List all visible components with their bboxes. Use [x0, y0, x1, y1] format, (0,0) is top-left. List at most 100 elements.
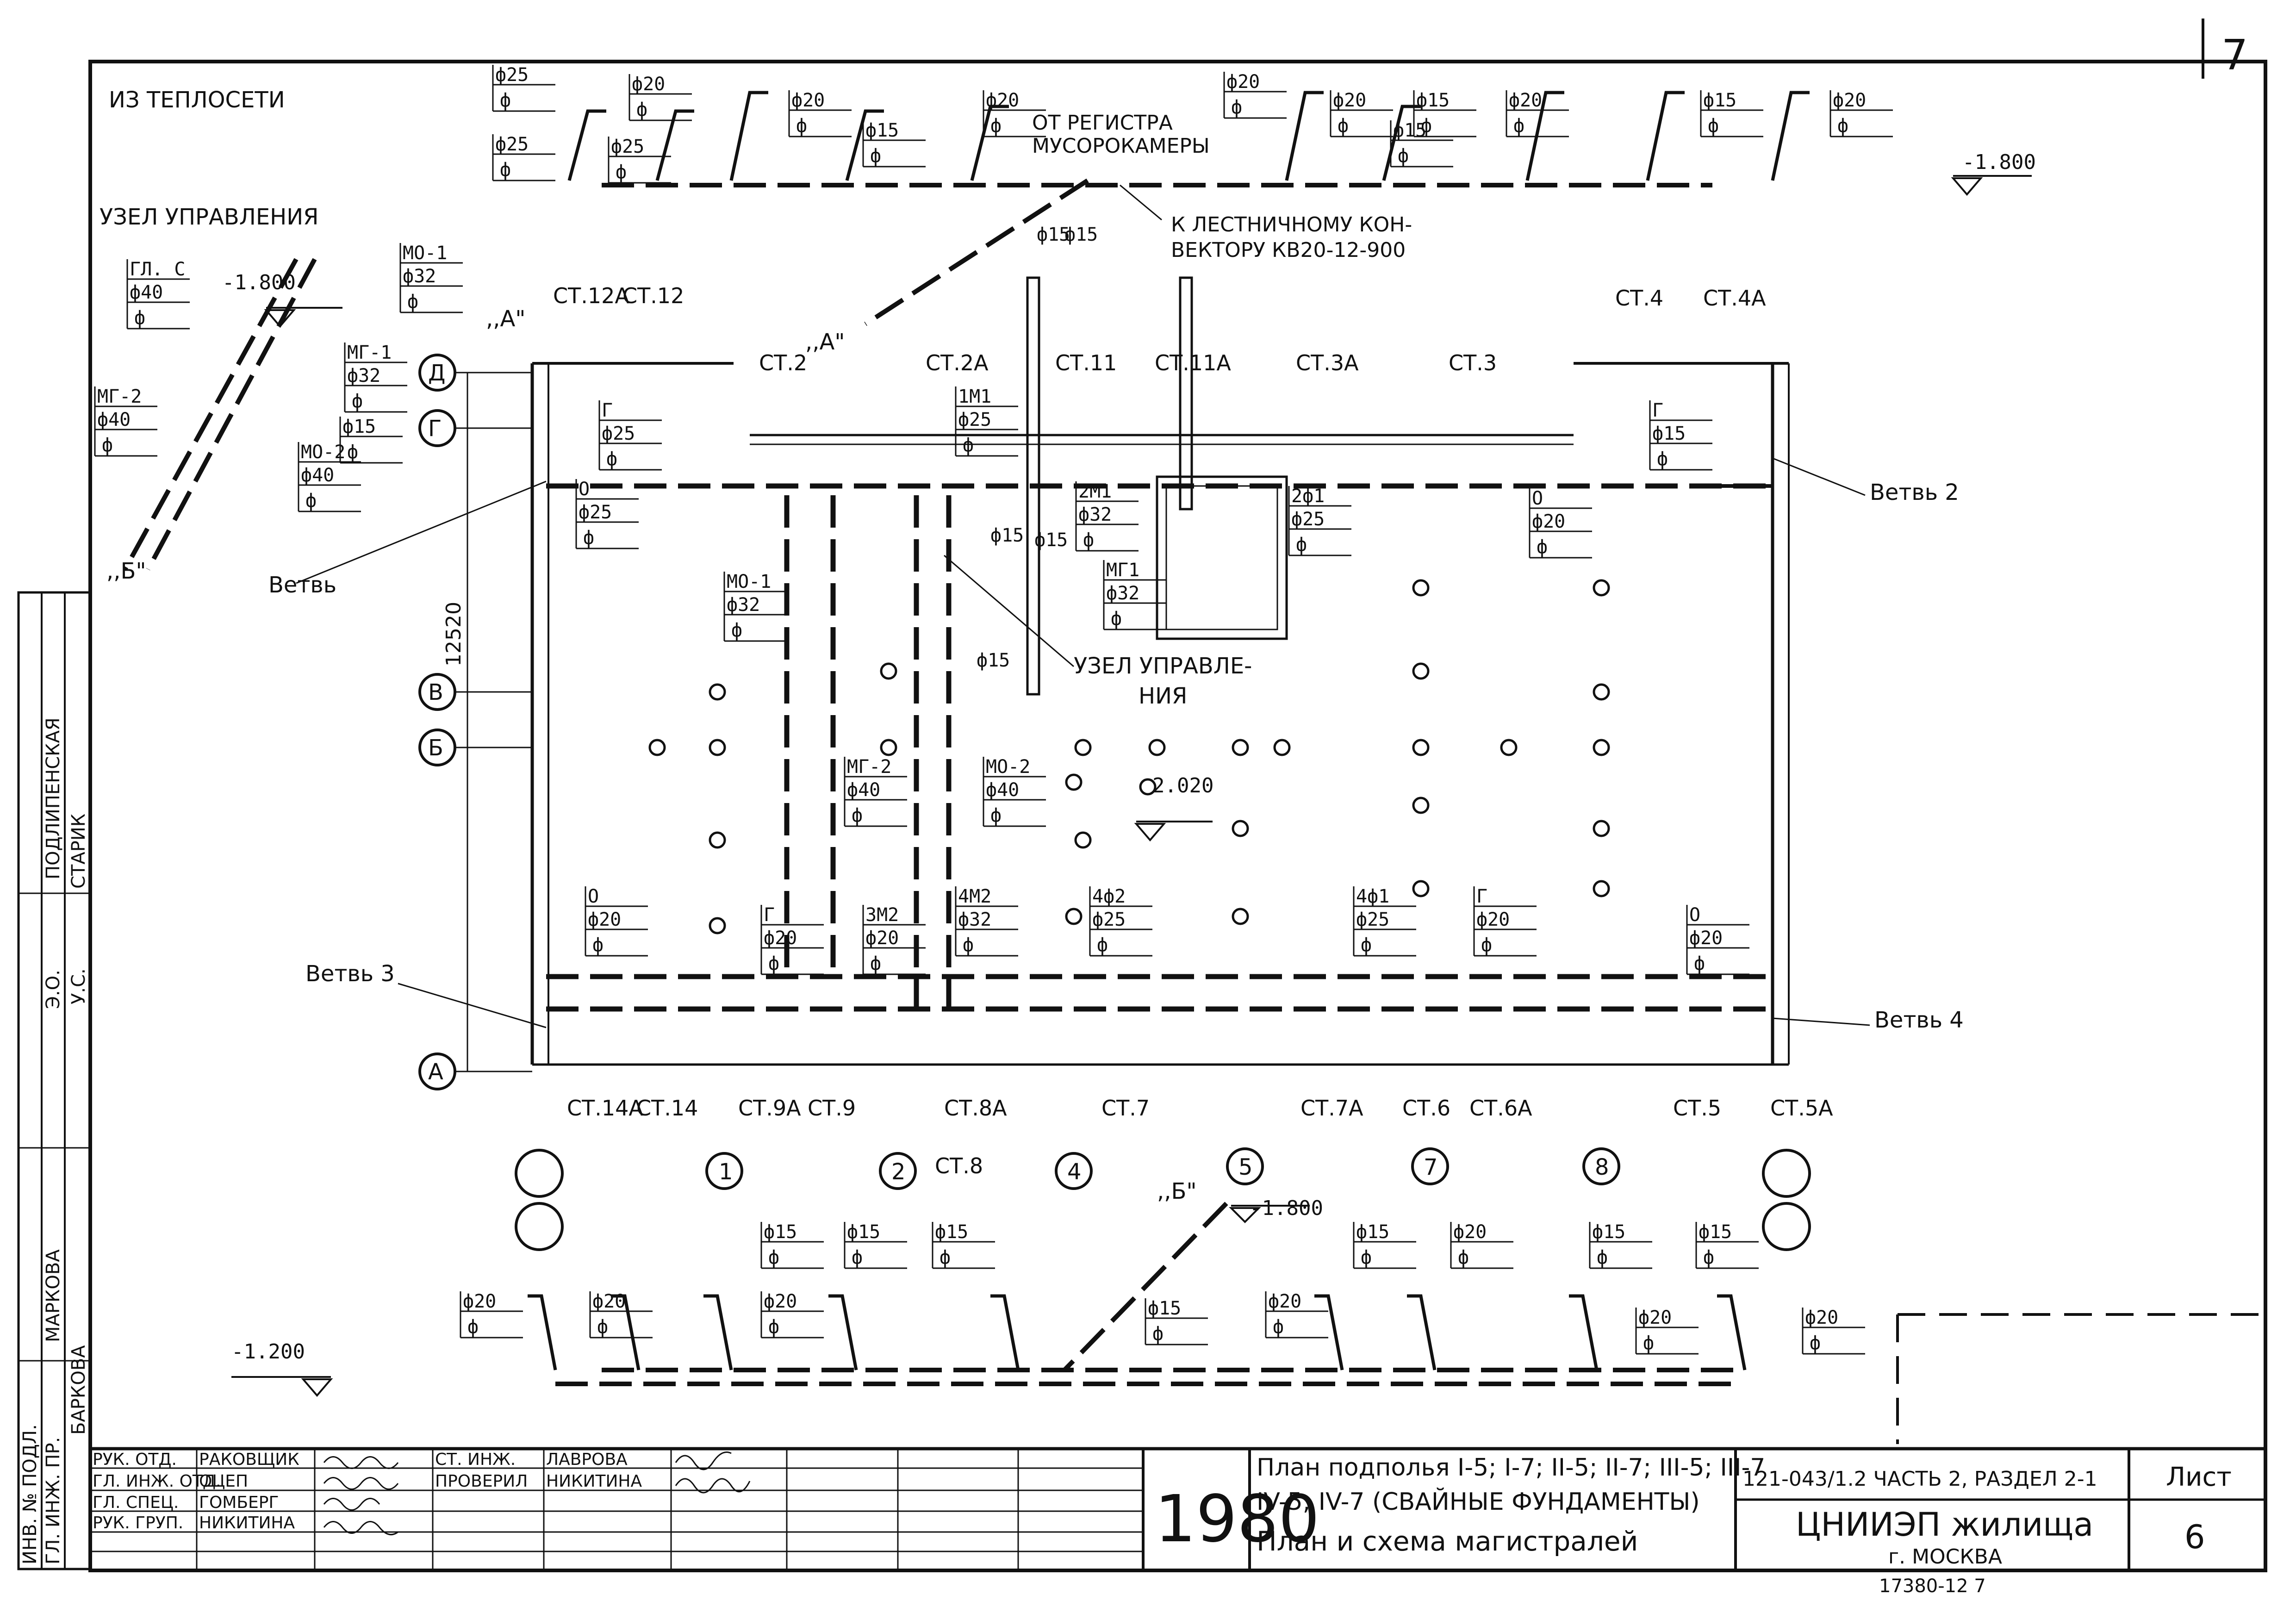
plan-tag-23-mark: Г — [1476, 886, 1487, 907]
valve-label-0: ф15 — [1037, 224, 1070, 245]
pile-6 — [880, 739, 897, 756]
axis-b: Б — [428, 735, 443, 761]
sig-role-5: СТ. ИНЖ. — [435, 1450, 516, 1469]
plan-tag-6-phi: ф — [606, 448, 617, 470]
plan-tag-11-diameter: ф25 — [1291, 509, 1325, 530]
label-control-unit-mid-1: УЗЕЛ УПРАВЛЕ- — [1074, 653, 1252, 679]
plan-tag-8-diameter: ф25 — [958, 409, 991, 430]
plan-tag-24-diameter: ф20 — [1689, 928, 1723, 949]
axis-4: 4 — [1067, 1159, 1082, 1185]
riser-bottom-5: СТ.8 — [935, 1153, 983, 1178]
strip-text-4: МАРКОВА — [43, 1249, 64, 1342]
plan-tag-17-mark: О — [588, 886, 599, 907]
riser-top-6: СТ.3А — [1296, 350, 1359, 375]
plan-tag-23-diameter: ф20 — [1476, 909, 1510, 930]
org-name: ЦНИИЭП жилища — [1796, 1506, 2093, 1544]
label-stair-conv-2: ВЕКТОРУ КВ20-12-900 — [1171, 238, 1406, 262]
bottom-tag-8-phi: ф — [1361, 1247, 1372, 1268]
sig-role-1: РУК. ОТД. — [93, 1450, 177, 1469]
bottom-tag-1-diameter: ф20 — [592, 1291, 626, 1312]
bottom-tag-11-diameter: ф15 — [1699, 1221, 1732, 1243]
bottom-tag-5-diameter: ф15 — [935, 1221, 968, 1243]
bottom-tag-13-diameter: ф20 — [1805, 1307, 1838, 1328]
riser-top-4: СТ.11 — [1055, 350, 1117, 375]
bottom-tag-4-phi: ф — [852, 1247, 863, 1268]
plan-tag-13-phi: ф — [1537, 536, 1548, 558]
level-2: -1.800 — [222, 271, 296, 294]
axis-1: 1 — [719, 1159, 733, 1185]
sig-name-5: ЛАВРОВА — [546, 1450, 628, 1469]
plan-tag-15-diameter: ф40 — [847, 779, 880, 801]
riser-top-0: СТ.12А — [553, 283, 629, 308]
top-tag-1-phi: ф — [500, 159, 511, 181]
sig-name-6: НИКИТИНА — [546, 1472, 642, 1491]
level-markers — [231, 175, 2032, 1397]
plan-tag-10-mark: МГ1 — [1106, 560, 1139, 581]
level-4: -1.800 — [1250, 1196, 1323, 1220]
plan-tag-18-diameter: ф20 — [764, 928, 797, 949]
pile-7 — [1074, 739, 1092, 756]
top-tag-6-phi: ф — [990, 115, 1002, 137]
heating-mains — [123, 178, 1773, 1386]
bottom-tag-12-phi: ф — [1643, 1333, 1654, 1354]
pile-14 — [1412, 662, 1430, 680]
bottom-tag-11-phi: ф — [1703, 1247, 1714, 1268]
pile-13 — [1412, 579, 1430, 597]
pile-5 — [880, 662, 897, 680]
sig-role-2: ГЛ. ИНЖ. ОТД. — [93, 1472, 221, 1491]
riser-top-2: СТ.2 — [759, 350, 807, 375]
plan-tag-3-mark: МГ-2 — [97, 386, 142, 407]
plan-tag-7-diameter: ф25 — [579, 502, 612, 523]
plan-tag-22-mark: 4ф1 — [1356, 886, 1389, 907]
bottom-tag-1: ф20 ф — [589, 1291, 653, 1339]
riser-top-3: СТ.2А — [926, 350, 989, 375]
bottom-tag-1-phi: ф — [597, 1316, 608, 1338]
plan-tag-21-diameter: ф25 — [1092, 909, 1126, 930]
doc-code: 121-043/1.2 ЧАСТЬ 2, РАЗДЕЛ 2-1 — [1742, 1467, 2097, 1491]
riser-top-8: СТ.4 — [1615, 286, 1663, 311]
label-from-register: ОТ РЕГИСТРА — [1032, 111, 1173, 135]
top-tag-8-diameter: ф20 — [1333, 90, 1366, 111]
riser-bottom-8: СТ.6 — [1402, 1096, 1450, 1121]
label-control-unit-mid-2: НИЯ — [1139, 683, 1187, 709]
pile-19 — [1593, 579, 1610, 597]
pile-1 — [709, 739, 726, 756]
plan-tag-10-phi: ф — [1111, 608, 1122, 629]
pile-8 — [1074, 831, 1092, 849]
plan-tag-23-phi: ф — [1481, 934, 1492, 956]
level-5: -1.200 — [231, 1340, 305, 1364]
top-tag-9-phi: ф — [1398, 145, 1409, 167]
sig-role-4: РУК. ГРУП. — [93, 1513, 183, 1532]
bottom-tag-3-phi: ф — [768, 1316, 779, 1338]
label-branch-3: Ветвь 3 — [305, 961, 395, 987]
strip-text-5: Э.О. — [43, 970, 64, 1009]
top-tag-10-diameter: ф20 — [1509, 90, 1542, 111]
top-tag-3-phi: ф — [616, 162, 627, 183]
bottom-tag-8-diameter: ф15 — [1356, 1221, 1389, 1243]
top-scheme-risers — [567, 91, 1810, 181]
pile-20 — [1593, 683, 1610, 701]
axis-2: 2 — [891, 1159, 906, 1185]
top-tag-1-diameter: ф25 — [495, 134, 529, 155]
leader-lines — [296, 184, 1870, 1028]
